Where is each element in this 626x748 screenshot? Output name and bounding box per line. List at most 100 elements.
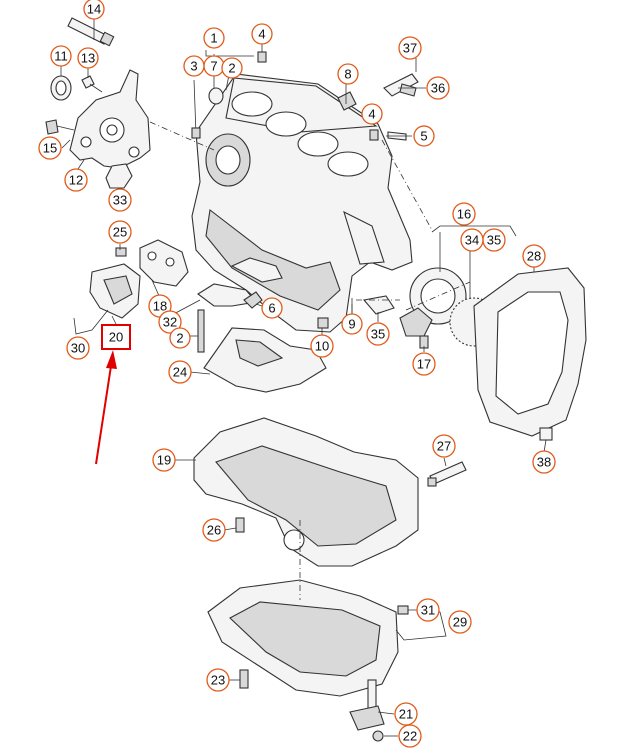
callout-24: 24 (168, 360, 192, 384)
svg-text:3: 3 (190, 59, 197, 74)
svg-text:26: 26 (207, 523, 221, 538)
callout-4-right: 4 (361, 103, 383, 125)
svg-text:13: 13 (81, 51, 95, 66)
svg-text:4: 4 (258, 27, 265, 42)
callout-35-top: 35 (482, 228, 506, 252)
callout-26: 26 (202, 518, 226, 542)
callout-17: 17 (412, 352, 436, 376)
callout-34: 34 (460, 228, 484, 252)
pump-cover-18 (139, 239, 189, 287)
callout-28: 28 (522, 244, 546, 268)
svg-text:25: 25 (113, 225, 127, 240)
svg-text:29: 29 (453, 615, 467, 630)
sensor-21-22 (349, 679, 385, 742)
svg-text:1: 1 (210, 31, 217, 46)
bearing-caps-32 (197, 257, 283, 307)
bolt-15 (45, 119, 75, 135)
baffle-plate-24 (203, 327, 327, 393)
callout-30: 30 (66, 336, 90, 360)
callout-13: 13 (77, 47, 99, 69)
svg-text:10: 10 (315, 339, 329, 354)
callout-23: 23 (206, 668, 230, 692)
svg-text:16: 16 (457, 207, 471, 222)
svg-text:12: 12 (69, 173, 83, 188)
svg-text:36: 36 (431, 81, 445, 96)
svg-text:6: 6 (268, 301, 275, 316)
callout-6: 6 (261, 297, 283, 319)
callout-33: 33 (108, 188, 132, 212)
svg-text:8: 8 (344, 67, 351, 82)
baffle-20 (89, 263, 141, 319)
svg-text:20: 20 (109, 330, 123, 345)
callout-38: 38 (532, 450, 556, 474)
svg-text:18: 18 (153, 299, 167, 314)
svg-text:27: 27 (437, 439, 451, 454)
svg-text:11: 11 (54, 49, 68, 64)
seal-ring-11 (50, 75, 72, 101)
bolt-13 (81, 75, 103, 93)
callout-16: 16 (452, 202, 476, 226)
callout-36: 36 (426, 76, 450, 100)
svg-text:33: 33 (113, 193, 127, 208)
svg-text:38: 38 (537, 455, 551, 470)
callout-14: 14 (83, 0, 105, 20)
svg-text:2: 2 (176, 331, 183, 346)
svg-text:22: 22 (403, 729, 417, 744)
bolt-26 (235, 517, 245, 533)
svg-text:5: 5 (420, 129, 427, 144)
oil-pan-lower (207, 579, 399, 697)
bracket-12 (69, 69, 151, 169)
center-lines (149, 121, 471, 600)
gasket-28 (473, 267, 587, 437)
callout-29: 29 (448, 610, 472, 634)
svg-text:37: 37 (403, 41, 417, 56)
svg-text:23: 23 (211, 673, 225, 688)
seal-assembly-16 (362, 267, 467, 337)
plug-7 (208, 87, 224, 105)
svg-text:34: 34 (465, 233, 479, 248)
cap-38 (539, 427, 553, 441)
callout-10: 10 (310, 334, 334, 358)
callout-19: 19 (152, 448, 176, 472)
svg-text:17: 17 (417, 357, 431, 372)
plug-10 (317, 317, 329, 329)
svg-text:31: 31 (421, 603, 435, 618)
callout-8: 8 (337, 63, 359, 85)
svg-text:9: 9 (348, 317, 355, 332)
svg-text:19: 19 (157, 453, 171, 468)
callout-27: 27 (432, 434, 456, 458)
svg-text:21: 21 (399, 707, 413, 722)
callout-12: 12 (64, 168, 88, 192)
callout-35-bottom: 35 (366, 322, 390, 346)
callout-1: 1 (203, 27, 225, 49)
callout-15: 15 (38, 136, 62, 160)
callout-20-highlighted: 20 (101, 324, 131, 350)
callout-21: 21 (394, 702, 418, 726)
parts-layer (45, 17, 587, 742)
pipe-30 (73, 309, 109, 335)
bolt-31 (397, 605, 409, 615)
bolt-23 (239, 669, 249, 689)
callout-32: 32 (158, 310, 182, 334)
dowel-3 (191, 79, 201, 139)
svg-text:35: 35 (371, 327, 385, 342)
gasket-33 (105, 163, 133, 189)
sensor-8 (337, 84, 357, 111)
callout-37: 37 (398, 36, 422, 60)
svg-text:7: 7 (210, 59, 217, 74)
svg-text:15: 15 (43, 141, 57, 156)
sensor-6 (243, 291, 263, 309)
sleeve-4-right (369, 129, 379, 141)
sleeve-4-top (257, 51, 267, 63)
sensor-36-37 (383, 58, 419, 97)
callouts: 14 11 13 1 3 7 2 4 37 8 36 4 5 15 12 33 … (38, 0, 556, 748)
callout-7: 7 (203, 55, 225, 77)
callout-11: 11 (50, 45, 72, 67)
svg-text:30: 30 (71, 341, 85, 356)
oil-pan-upper-19 (193, 417, 419, 567)
callout-5: 5 (413, 125, 435, 147)
long-bolt-2 (197, 309, 205, 353)
callout-2-bottom: 2 (169, 327, 191, 349)
svg-text:35: 35 (487, 233, 501, 248)
